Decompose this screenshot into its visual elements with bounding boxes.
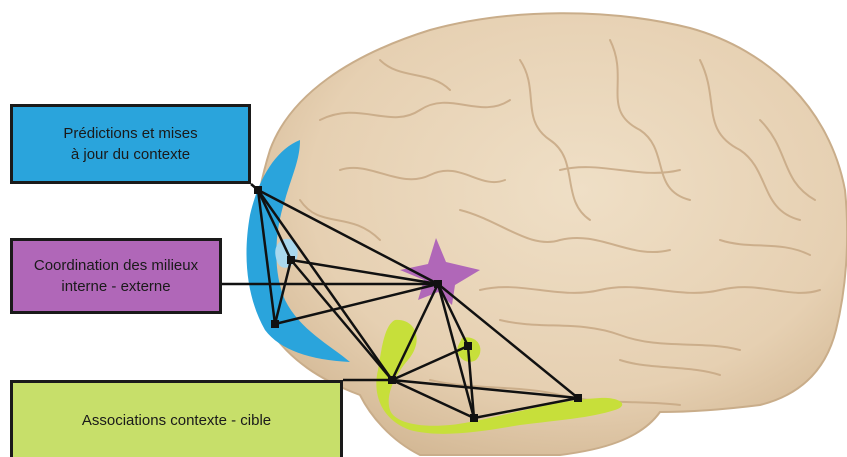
node-parahippocampal (434, 280, 442, 288)
label-predictions-text: Prédictions et mises à jour du contexte (63, 125, 198, 163)
brain-sulci (299, 39, 821, 406)
node-prefrontal-upper (254, 186, 262, 194)
label-associations-text: Associations contexte - cible (81, 411, 272, 429)
node-prefrontal-middle (287, 256, 295, 264)
node-temporal-right (574, 394, 582, 402)
node-temporal-left (388, 376, 396, 384)
node-prefrontal-lower (271, 320, 279, 328)
temporal-green-region (376, 319, 623, 434)
label-coordination-box: Coordination des milieux interne - exter… (10, 238, 222, 314)
node-temporal-upper (464, 342, 472, 350)
label-associations-box: Associations contexte - cible (10, 380, 343, 457)
label-coordination-text: Coordination des milieux interne - exter… (33, 257, 199, 295)
label-predictions-box: Prédictions et mises à jour du contexte (10, 104, 251, 184)
node-temporal-lower (470, 414, 478, 422)
parahippocampal-purple-region (400, 238, 480, 305)
network-nodes (254, 186, 582, 422)
